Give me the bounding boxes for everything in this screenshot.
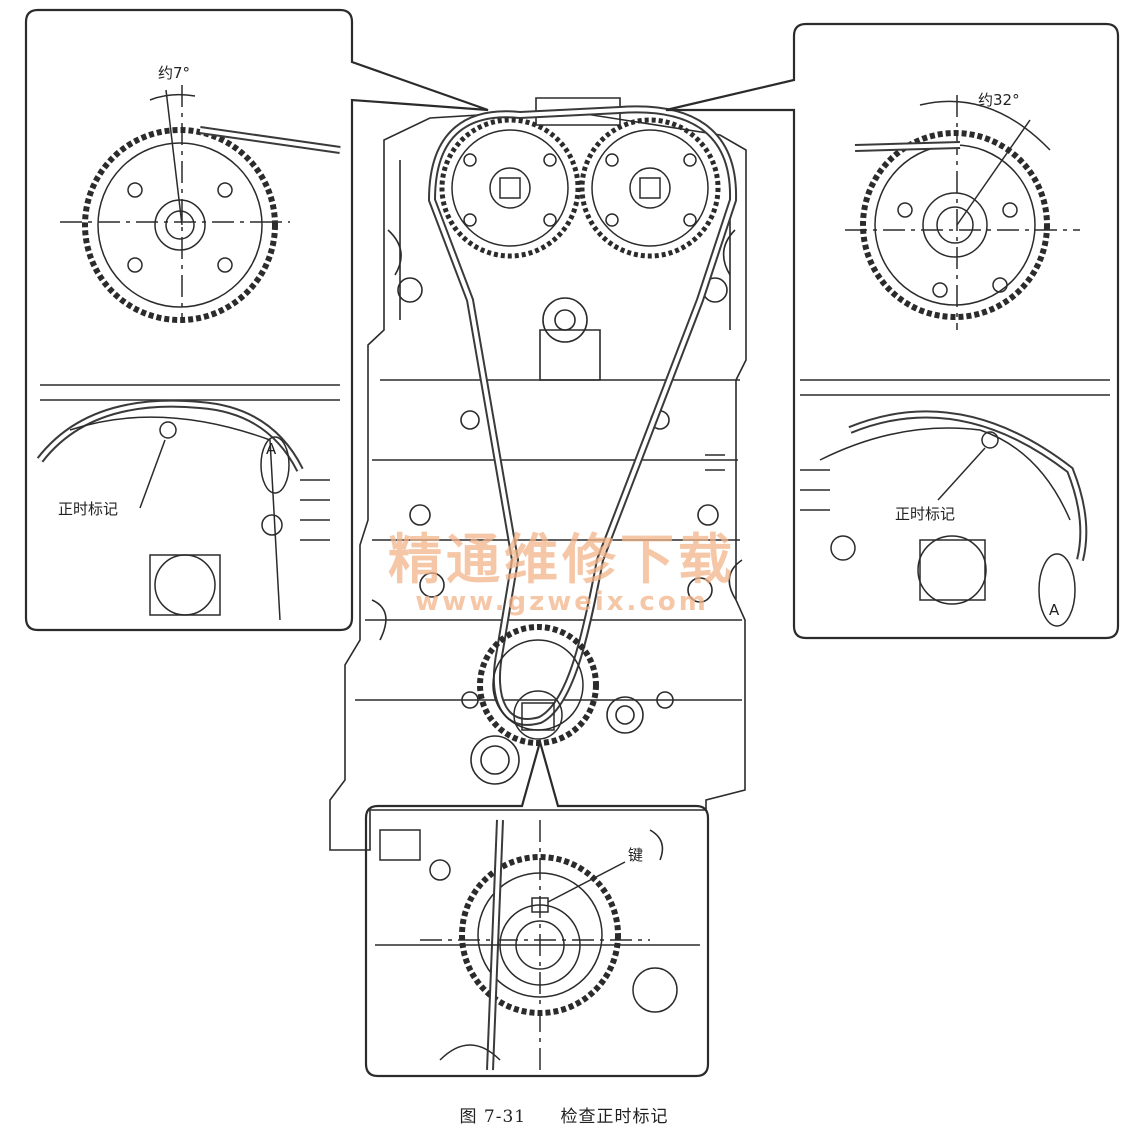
crank-sprocket [477,624,599,746]
figure-caption: 图 7-31 检查正时标记 [0,1102,1128,1127]
angle-label-7: 约7° [158,64,190,82]
callout-bottom: 键 [364,737,710,1078]
exhaust-cam-sprocket [579,117,721,259]
mark-a-left: A [266,440,277,458]
figure-number: 图 7-31 [459,1107,527,1127]
timing-mark-label-right: 正时标记 [895,505,955,523]
mark-a-right: A [1049,601,1060,619]
timing-mark-label-left: 正时标记 [58,500,118,518]
watermark-title: 精通维修下载 [388,528,736,591]
callout-top-right: 约32° 正时标记 A [665,22,1120,640]
watermark: 精通维修下载 www.gzweix.com [388,528,736,617]
figure-title: 检查正时标记 [560,1107,669,1127]
intake-cam-sprocket [439,117,581,259]
engine-block [329,97,747,851]
watermark-url: www.gzweix.com [415,587,709,617]
angle-label-32: 约32° [978,91,1020,109]
callout-top-left: 约7° 正时标记 A [24,8,489,632]
key-label: 键 [628,846,643,864]
timing-chain [427,105,738,726]
